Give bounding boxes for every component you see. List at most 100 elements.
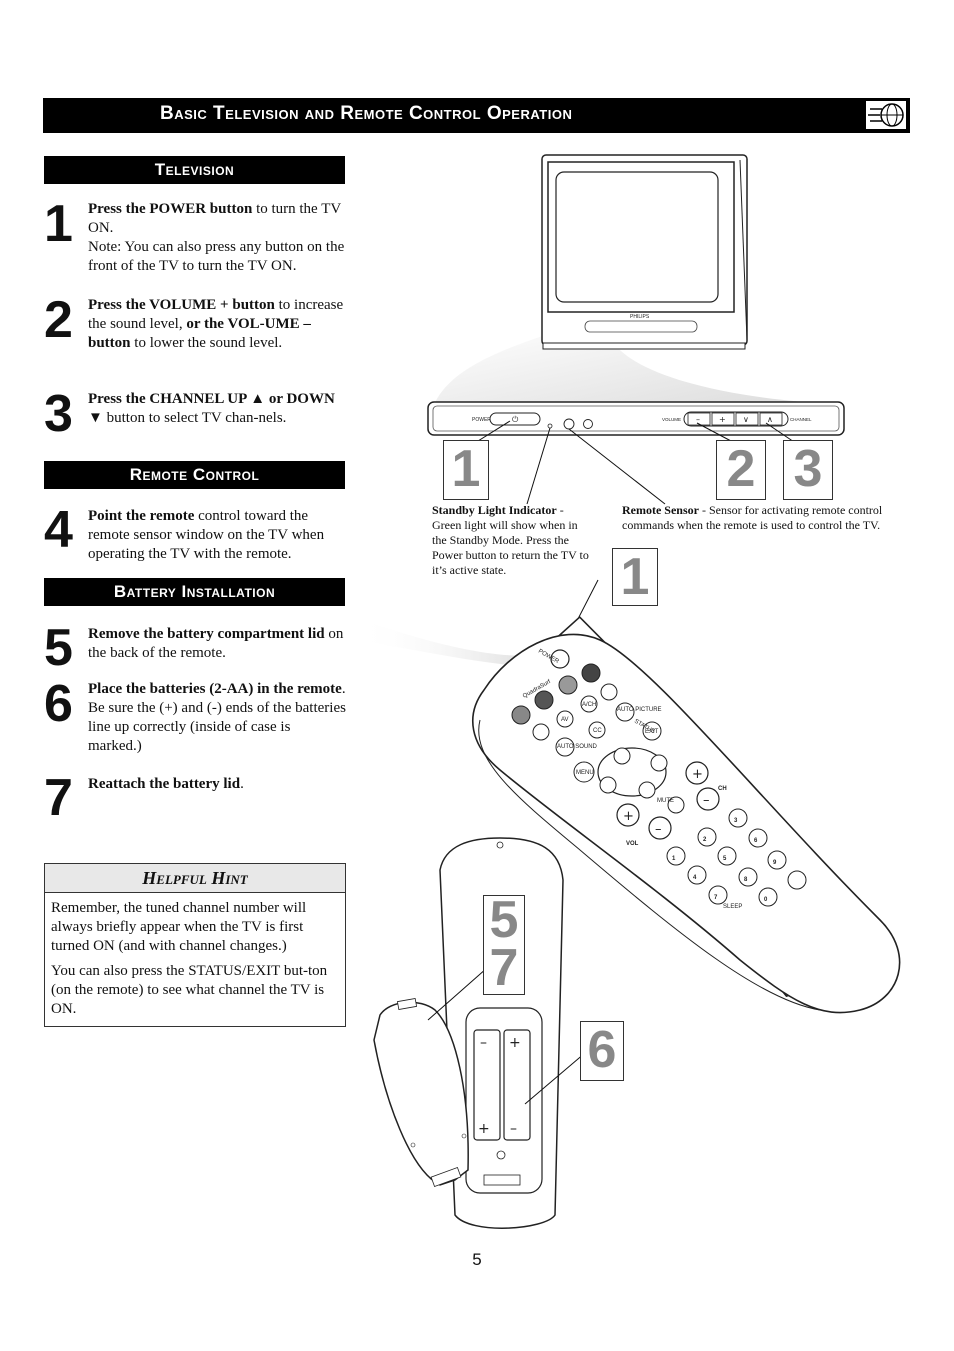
digit-button [748,828,768,848]
color-button [534,690,554,710]
panel-down-glyph: ∨ [743,415,749,424]
av-label: AV [561,717,569,723]
helpful-hint-box: Helpful Hint Remember, the tuned channel… [44,863,346,1027]
digit-label: 0 [764,897,768,903]
panel-channel-label: CHANNEL [790,417,812,422]
standby-light [547,423,553,429]
step-4-rest: control toward the remote sensor window … [88,508,325,562]
svg-text:+: + [478,1121,490,1137]
digit-label: 6 [754,838,758,844]
nav-down-button [638,781,656,799]
page-number: 5 [472,1250,482,1269]
panel-up-glyph: ∧ [767,415,773,424]
panel-volume-minus [687,412,711,426]
digit-label: 3 [734,818,738,824]
color-button [581,663,601,683]
step-2-bold: Press the VOLUME + button [88,297,275,313]
smiley-button [600,683,618,701]
remote-sensor-callout: Remote Sensor - Sensor for activating re… [622,503,910,533]
step-1-text: Press the POWER button to turn the TV ON… [88,200,346,276]
hint-paragraph-1: Remember, the tuned channel number will … [51,900,307,954]
digit-button [697,827,717,847]
digit-button [738,867,758,887]
mute-label: MUTE [657,798,674,804]
callout-line-batteries [524,1052,586,1105]
step-2-bold2: or the VOL-UME – button [88,316,311,351]
step-7-bold: Reattach the battery lid [88,776,241,792]
standby-light-callout: Standby Light Indicator - Green light wi… [432,503,594,578]
step-3-bold: Press the CHANNEL UP ▲ or DOWN ▼ [88,391,335,426]
digit-label: 7 [714,895,718,901]
digit-button [708,885,728,905]
channel-down-glyph: – [703,793,710,808]
channel-up-glyph: + [692,767,703,782]
hint-body: Remember, the tuned channel number will … [45,893,345,1019]
step-5-rest: on the back of the remote. [88,626,344,661]
digit-button [687,865,707,885]
tv-brand-label: PHILIPS [630,314,650,320]
mute-button [667,796,685,814]
television-illustration: PHILIPS [541,154,748,350]
callout-line-lid [427,967,488,1021]
a-ch-label: A/CH [582,702,596,708]
remote-buttons: POWER QuadraSurf AUTO PICTURE A/CH AV EX… [511,649,807,910]
figure-number-5: 5 [489,891,519,949]
remote-body [472,633,901,1014]
digit-label: 8 [744,877,748,883]
section-header-remote-control: Remote Control [44,461,345,489]
figure-number-box: 6 [580,1021,624,1081]
battery-left [473,1029,501,1141]
volume-up-button [616,803,640,827]
auto-sound-button [555,737,575,757]
digit-label: 1 [672,856,676,862]
remote-power-button [550,649,570,669]
step-2-rest2: to lower the sound level. [130,335,283,351]
step-number: 3 [44,385,73,443]
color-button [511,705,531,725]
step-6-rest: . Be sure the (+) and (-) ends of the ba… [88,681,346,754]
sleep-label: SLEEP [723,904,742,910]
hint-title: Helpful Hint [45,864,345,893]
nav-up-button [613,747,631,765]
standby-callout-text: - Green light will show when in the Stan… [432,503,589,577]
step-number: 4 [44,501,73,559]
sensor-callout-title: Remote Sensor [622,503,699,517]
auto-picture-label: AUTO PICTURE [617,707,662,713]
auto-sound-label: AUTO SOUND [557,744,598,750]
callout-line-standby [526,427,551,505]
step-1-note: Note: You can also press any button on t… [88,239,345,274]
step-number: 2 [44,291,73,349]
cc-button [588,721,606,739]
step-1-rest: to turn the TV ON. [88,201,341,236]
auto-picture-button [615,702,635,722]
digit-label: 5 [723,856,727,862]
digit-button [717,846,737,866]
digit-button [666,846,686,866]
globe-icon [866,101,906,129]
section-header-television: Television [44,156,345,184]
volume-up-glyph: + [623,809,634,824]
remote-sensor [563,418,575,430]
step-5-bold: Remove the battery compartment lid [88,626,325,642]
battery-right [503,1029,531,1141]
hint-paragraph-2: You can also press the STATUS/EXIT but-t… [51,963,328,1017]
color-button [558,675,578,695]
step-number: 7 [44,769,73,827]
panel-volume-label: VOLUME [662,417,681,422]
page-title: Basic Television and Remote Control Oper… [160,103,573,124]
panel-power-label: POWER [472,417,491,423]
digit-button [758,887,778,907]
av-button [556,710,574,728]
ch-label: CH [718,786,727,792]
menu-button [573,761,595,783]
panel-minus-glyph: – [696,415,700,424]
tv-zoom-beam [432,330,832,410]
remote-back-illustration: – + + – [439,837,564,1229]
step-2-text: Press the VOLUME + button to increase th… [88,296,346,353]
step-3-rest: button to select TV chan-nels. [102,410,287,426]
figure-number-box: 1 [443,440,489,500]
nav-right-button [650,754,668,772]
panel-power-symbol: ⏻ [512,415,519,424]
remote-sensor-2 [583,419,593,429]
